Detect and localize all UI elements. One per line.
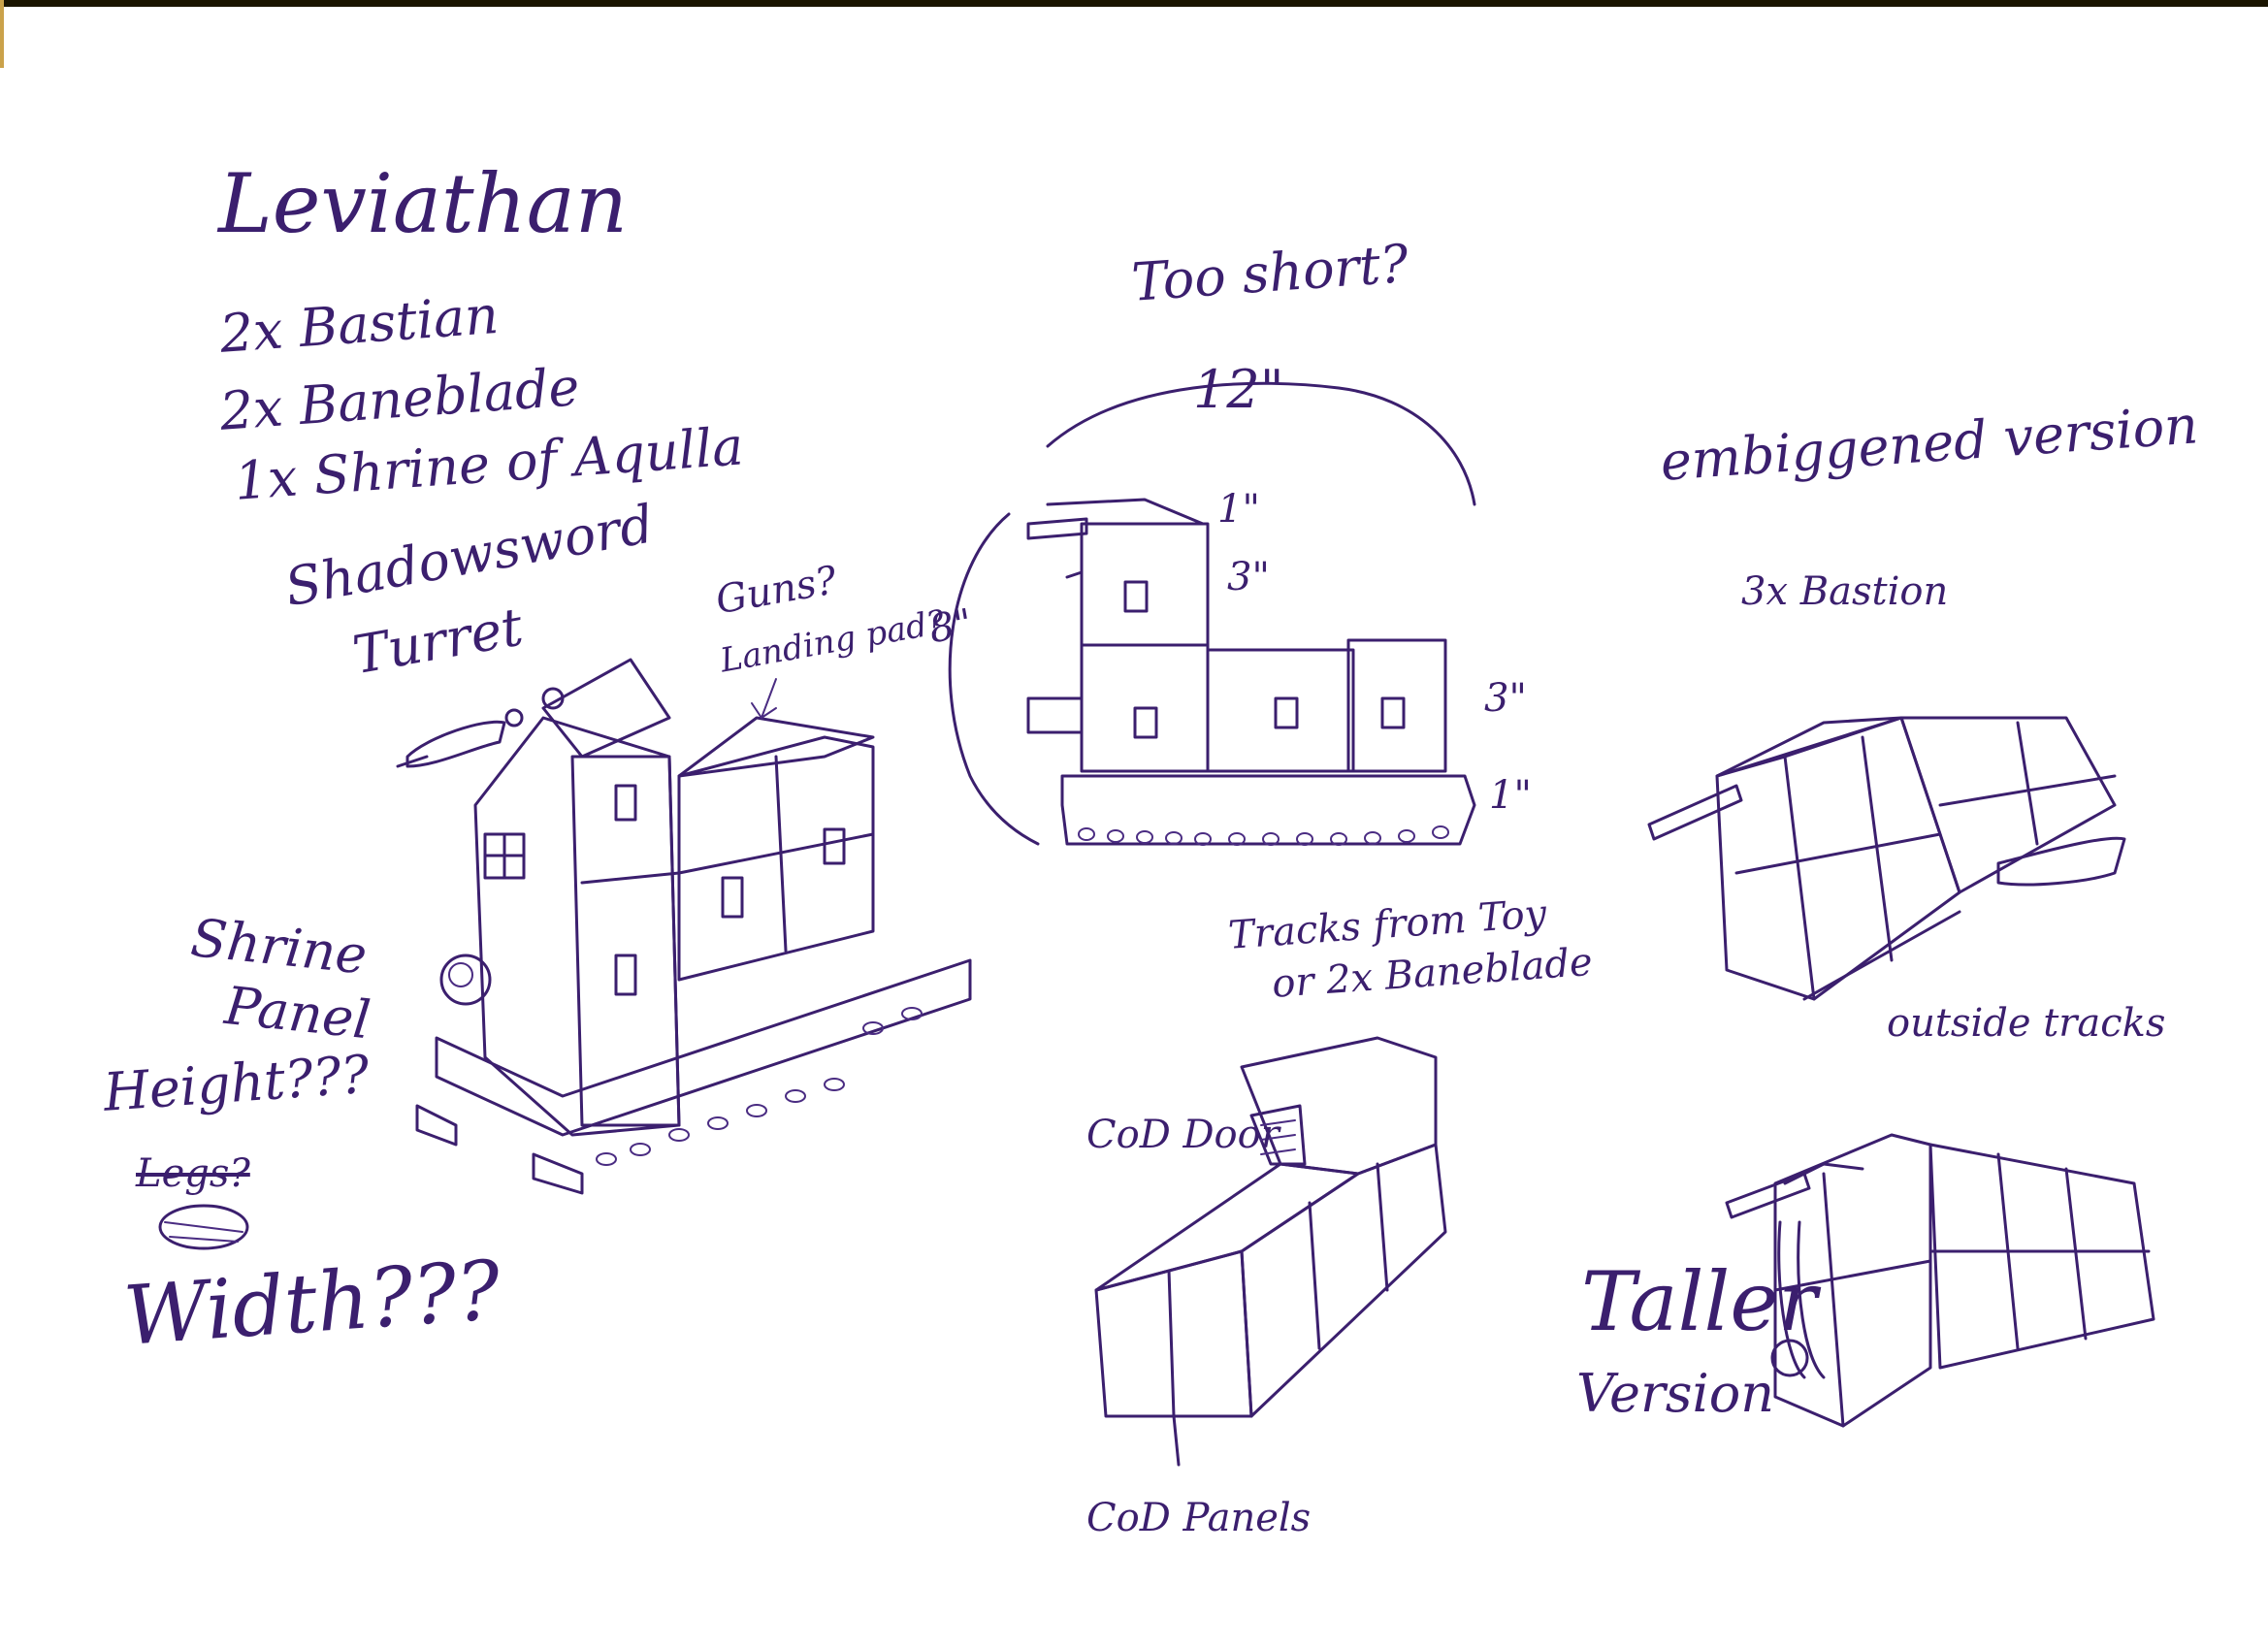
sheet-title: Leviathan <box>218 156 628 251</box>
dimension-8-inch: 8" <box>925 600 976 653</box>
dimension-1-inch-bottom: 1" <box>1489 773 1532 818</box>
dimension-1-inch-top: 1" <box>1217 487 1260 532</box>
dimension-3-inch-top: 3" <box>1227 555 1270 599</box>
scan-top-edge <box>0 0 2268 7</box>
cod-panels-note: CoD Panels <box>1086 1496 1312 1540</box>
struck-out-word: Legs? <box>136 1151 250 1196</box>
bastion-3x-note: 3x Bastion <box>1741 569 1949 614</box>
outside-tracks-note: outside tracks <box>1887 1001 2166 1046</box>
scan-left-edge <box>0 0 4 68</box>
taller-version-sketch <box>1725 1133 2155 1428</box>
width-question: Width??? <box>120 1242 503 1364</box>
shrine-panel-line-2: Panel <box>221 975 373 1051</box>
ink-scribble <box>158 1204 249 1250</box>
taller-version-line-2: Version <box>1576 1363 1775 1424</box>
leviathan-main-sketch <box>396 658 972 1195</box>
dimension-3-inch-side: 3" <box>1484 676 1527 721</box>
dimension-12-inch: 12" <box>1193 359 1284 420</box>
embiggened-version-sketch <box>1647 716 2126 1001</box>
taller-version-line-1: Taller <box>1581 1254 1818 1349</box>
side-profile-sketch <box>948 381 1476 846</box>
cod-panel-sketch <box>1094 1036 1447 1467</box>
cod-door-note: CoD Door <box>1086 1113 1280 1157</box>
